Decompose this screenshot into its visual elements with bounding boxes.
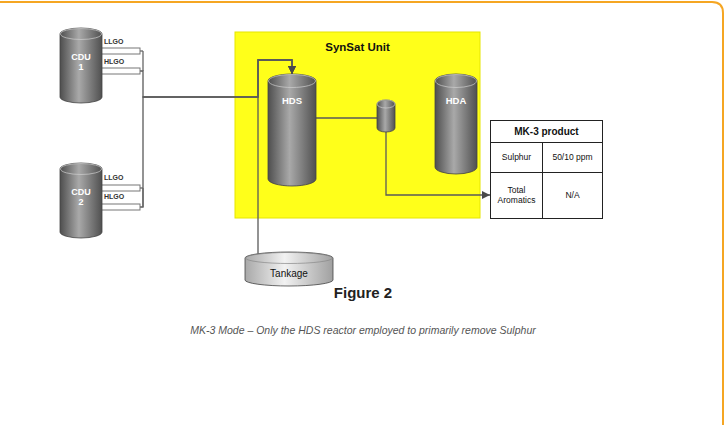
pipe-stub [101, 185, 140, 191]
table-cell-text: Total Aromatics [494, 186, 539, 206]
vessel-outline [435, 74, 477, 174]
stream-label: HLGO [104, 58, 124, 65]
stream-label: LLGO [104, 174, 123, 181]
vessel-cap [61, 164, 102, 175]
flow-line [102, 60, 292, 207]
flow-line [102, 60, 292, 97]
table-cell-text: Sulphur [502, 153, 531, 163]
separator-vessel [377, 100, 395, 132]
pipe-stub [101, 204, 140, 210]
stream-label: HLGO [104, 193, 124, 200]
vessel-body [268, 74, 316, 186]
vessel-label: HDA [446, 96, 467, 107]
vessel-cap [246, 253, 333, 264]
vessel-body [245, 252, 333, 286]
table-cell: N/A [543, 173, 602, 218]
pipe-line [142, 188, 143, 207]
vessel-label: CDU 2 [68, 187, 94, 208]
vessel-cap [269, 75, 316, 88]
vessel-body [60, 28, 102, 103]
storage-tank: Tankage [245, 252, 333, 286]
pipe-stub [101, 68, 140, 74]
separator-cap [377, 100, 395, 108]
unit-band: HDS HDA SynSat Unit [235, 32, 480, 218]
figure-caption: MK-3 Mode – Only the HDS reactor employe… [0, 324, 726, 336]
distillation-column: CDU 1 [60, 28, 102, 103]
vessel-cap [436, 75, 477, 88]
vessel-body [435, 74, 477, 174]
figure-title: Figure 2 [0, 284, 726, 301]
unit-title: SynSat Unit [325, 41, 390, 54]
vessel-label: HDS [282, 96, 302, 107]
distillation-column: CDU 2 [60, 163, 102, 238]
reactor-vessel: HDS [268, 74, 316, 186]
stream-label: LLGO [104, 38, 123, 45]
table-header: MK-3 product [514, 126, 578, 138]
table-cell: 50/10 ppm [543, 143, 602, 173]
vessel-body [60, 163, 102, 238]
vessel-label: CDU 1 [68, 52, 94, 73]
pipe-stub [101, 48, 140, 54]
table-cell: Total Aromatics [491, 173, 543, 218]
vessel-label: Tankage [270, 268, 308, 280]
table-header-cell: MK-3 product [491, 121, 602, 143]
product-table: MK-3 productSulphur 50/10 ppmTotal Aromat… [490, 120, 603, 219]
table-cell-text: 50/10 ppm [552, 153, 592, 163]
vessel-cap [61, 29, 102, 40]
pipe-line [142, 51, 143, 71]
reactor-vessel: HDA [435, 74, 477, 174]
table-cell-text: N/A [565, 191, 579, 201]
vessel-outline [268, 74, 316, 186]
table-cell: Sulphur [491, 143, 543, 173]
